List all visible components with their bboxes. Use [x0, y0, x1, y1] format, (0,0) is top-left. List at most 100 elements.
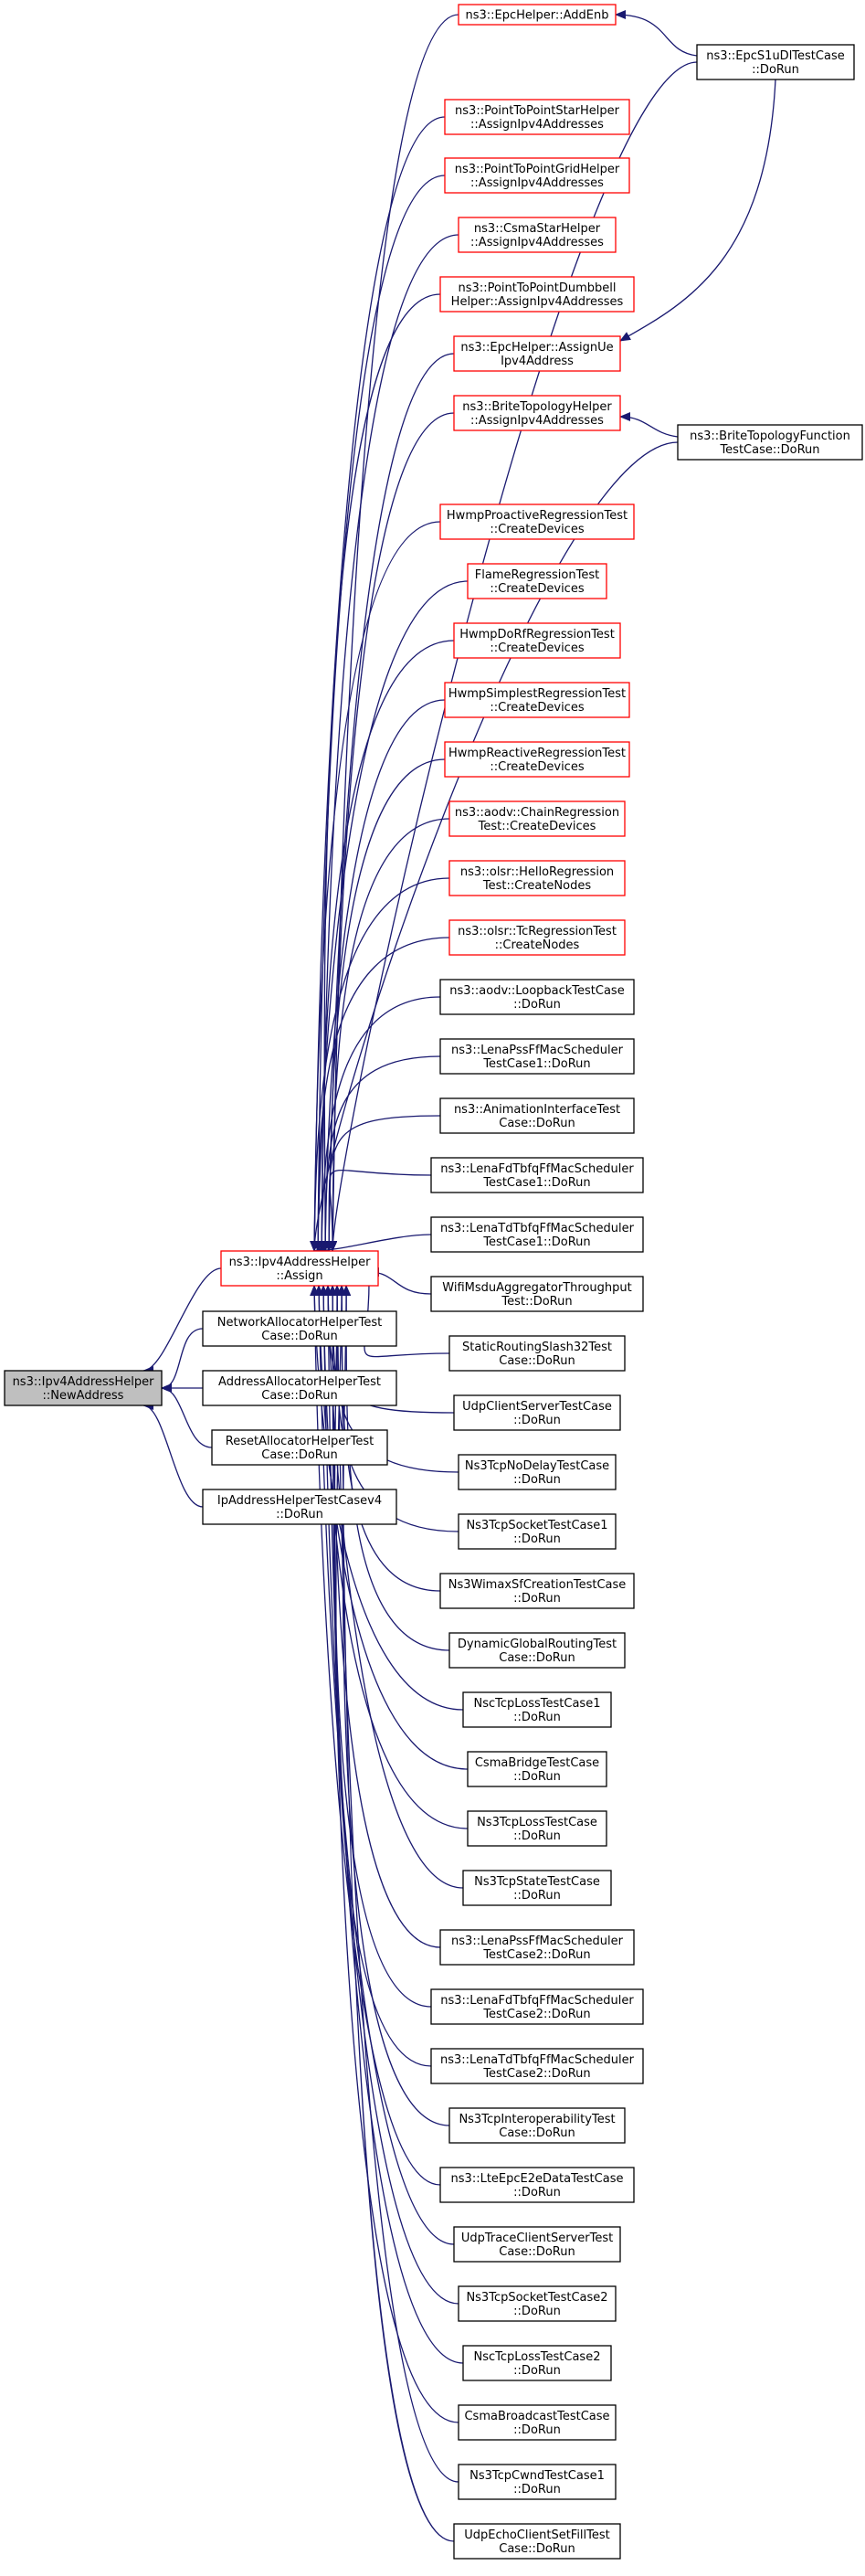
node-csma-star[interactable]: ns3::CsmaStarHelper::AssignIpv4Addresses — [458, 217, 617, 253]
node-label-line: UdpClientServerTestCase — [462, 1400, 612, 1414]
node-box — [458, 2464, 617, 2500]
node-ip-helper-v4[interactable]: IpAddressHelperTestCasev4::DoRun — [202, 1489, 397, 1525]
edge-ip-helper-v4-to-root — [142, 1401, 204, 1508]
edge-lena-fdtbfq-1-to-assign — [328, 1169, 432, 1252]
node-label-line: ::DoRun — [513, 2305, 561, 2318]
node-label-line: ::CreateNodes — [495, 938, 580, 952]
node-label-line: ns3::LenaTdTbfqFfMacScheduler — [440, 1222, 635, 1235]
node-box — [458, 2404, 617, 2441]
node-label-line: Test::CreateNodes — [482, 879, 591, 893]
edge-epc-assignue-to-assign — [324, 353, 455, 1252]
node-box — [448, 860, 626, 896]
node-label-line: Ns3TcpStateTestCase — [474, 1875, 600, 1889]
node-aodv-loopback[interactable]: ns3::aodv::LoopbackTestCase::DoRun — [439, 979, 635, 1015]
node-box — [462, 1870, 612, 1906]
node-label-line: Ns3TcpCwndTestCase1 — [469, 2469, 605, 2483]
node-csma-broadcast[interactable]: CsmaBroadcastTestCase::DoRun — [458, 2404, 617, 2441]
node-brite-helper[interactable]: ns3::BriteTopologyHelper::AssignIpv4Addr… — [453, 395, 621, 431]
edge-csma-star-to-assign — [317, 234, 459, 1252]
node-aodv-chain[interactable]: ns3::aodv::ChainRegressionTest::CreateDe… — [448, 800, 626, 837]
node-lena-fdtbfq-1[interactable]: ns3::LenaFdTbfqFfMacSchedulerTestCase1::… — [430, 1157, 644, 1193]
node-label-line: ns3::EpcHelper::AddEnb — [465, 9, 608, 23]
node-ns3wimax-sf[interactable]: Ns3WimaxSfCreationTestCase::DoRun — [439, 1573, 635, 1609]
node-label-line: Helper::AssignIpv4Addresses — [451, 295, 624, 309]
node-lena-pss-2[interactable]: ns3::LenaPssFfMacSchedulerTestCase2::DoR… — [439, 1929, 635, 1966]
node-box — [467, 1751, 607, 1787]
node-ns3tcp-cwnd-1[interactable]: Ns3TcpCwndTestCase1::DoRun — [458, 2464, 617, 2500]
node-label-line: ::DoRun — [513, 2483, 561, 2496]
node-box — [462, 2345, 612, 2381]
node-label-line: ::DoRun — [513, 1711, 561, 1724]
node-label-line: ns3::BriteTopologyHelper — [462, 400, 612, 414]
node-hwmp-dorf[interactable]: HwmpDoRfRegressionTest::CreateDevices — [453, 622, 621, 659]
node-lte-epc-e2e[interactable]: ns3::LteEpcE2eDataTestCase::DoRun — [439, 2167, 635, 2203]
node-box — [211, 1429, 388, 1466]
node-csma-bridge[interactable]: CsmaBridgeTestCase::DoRun — [467, 1751, 607, 1787]
node-label-line: NetworkAllocatorHelperTest — [217, 1316, 382, 1330]
node-p2p-star[interactable]: ns3::PointToPointStarHelper::AssignIpv4A… — [444, 99, 630, 135]
node-p2p-grid[interactable]: ns3::PointToPointGridHelper::AssignIpv4A… — [444, 157, 630, 194]
node-label-line: ::DoRun — [513, 1592, 561, 1606]
node-label-line: ns3::olsr::TcRegressionTest — [458, 925, 617, 938]
node-ns3tcp-nodelay[interactable]: Ns3TcpNoDelayTestCase::DoRun — [458, 1454, 617, 1490]
node-label-line: ::Assign — [276, 1269, 322, 1283]
node-label-line: ::CreateDevices — [490, 523, 584, 536]
node-label-line: ns3::PointToPointDumbbell — [459, 281, 617, 295]
node-label-line: TestCase::DoRun — [719, 443, 819, 457]
edge-assign-to-root — [142, 1267, 222, 1375]
node-nsc-tcp-loss-1[interactable]: NscTcpLossTestCase1::DoRun — [462, 1691, 612, 1728]
node-p2p-dumbbell[interactable]: ns3::PointToPointDumbbellHelper::AssignI… — [439, 276, 635, 313]
node-label-line: CsmaBridgeTestCase — [475, 1756, 599, 1770]
node-box — [439, 1929, 635, 1966]
node-hwmp-reactive[interactable]: HwmpReactiveRegressionTest::CreateDevice… — [444, 741, 630, 778]
node-olsr-tc[interactable]: ns3::olsr::TcRegressionTest::CreateNodes — [448, 919, 626, 956]
node-label-line: ::AssignIpv4Addresses — [470, 118, 604, 132]
node-udp-client-server[interactable]: UdpClientServerTestCase::DoRun — [453, 1394, 621, 1431]
node-label-line: Ns3TcpNoDelayTestCase — [465, 1459, 609, 1473]
node-label-line: ::DoRun — [513, 1473, 561, 1487]
node-box — [444, 682, 630, 718]
node-lena-tdtbfq-1[interactable]: ns3::LenaTdTbfqFfMacSchedulerTestCase1::… — [430, 1216, 644, 1253]
node-nsc-tcp-loss-2[interactable]: NscTcpLossTestCase2::DoRun — [462, 2345, 612, 2381]
node-box — [444, 741, 630, 778]
node-hwmp-proactive[interactable]: HwmpProactiveRegressionTest::CreateDevic… — [439, 504, 635, 540]
node-label-line: Ipv4Address — [501, 355, 574, 368]
node-hwmp-simplest[interactable]: HwmpSimplestRegressionTest::CreateDevice… — [444, 682, 630, 718]
node-lena-pss-1[interactable]: ns3::LenaPssFfMacSchedulerTestCase1::DoR… — [439, 1038, 635, 1075]
node-label-line: TestCase2::DoRun — [482, 2067, 590, 2081]
node-assign[interactable]: ns3::Ipv4AddressHelper::Assign — [220, 1250, 379, 1287]
node-epc-addenb[interactable]: ns3::EpcHelper::AddEnb — [458, 4, 617, 26]
node-box — [448, 1335, 626, 1372]
node-box — [453, 395, 621, 431]
node-ns3tcp-socket-1[interactable]: Ns3TcpSocketTestCase1::DoRun — [458, 1513, 617, 1550]
edge-aodv-loopback-to-assign — [317, 996, 441, 1252]
node-flame-regression[interactable]: FlameRegressionTest::CreateDevices — [467, 563, 607, 599]
node-epc-s1u-dl[interactable]: ns3::EpcS1uDlTestCase::DoRun — [696, 44, 855, 80]
node-box — [448, 800, 626, 837]
node-label-line: Case::DoRun — [499, 1117, 575, 1130]
edge-aodv-chain-to-assign — [328, 818, 450, 1252]
node-olsr-hello[interactable]: ns3::olsr::HelloRegressionTest::CreateNo… — [448, 860, 626, 896]
node-label-line: NscTcpLossTestCase1 — [474, 1697, 601, 1711]
node-brite-function[interactable]: ns3::BriteTopologyFunctionTestCase::DoRu… — [677, 424, 863, 461]
node-lena-tdtbfq-2[interactable]: ns3::LenaTdTbfqFfMacSchedulerTestCase2::… — [430, 2048, 644, 2084]
node-lena-fdtbfq-2[interactable]: ns3::LenaFdTbfqFfMacSchedulerTestCase2::… — [430, 1988, 644, 2025]
node-ns3tcp-loss[interactable]: Ns3TcpLossTestCase::DoRun — [467, 1810, 607, 1847]
node-ns3tcp-state[interactable]: Ns3TcpStateTestCase::DoRun — [462, 1870, 612, 1906]
node-label-line: ns3::AnimationInterfaceTest — [454, 1103, 620, 1117]
node-label-line: Test::CreateDevices — [478, 820, 596, 833]
nodes-layer: ns3::Ipv4AddressHelper::NewAddressns3::I… — [4, 4, 863, 2560]
node-box — [439, 979, 635, 1015]
node-ns3tcp-socket-2[interactable]: Ns3TcpSocketTestCase2::DoRun — [458, 2285, 617, 2322]
